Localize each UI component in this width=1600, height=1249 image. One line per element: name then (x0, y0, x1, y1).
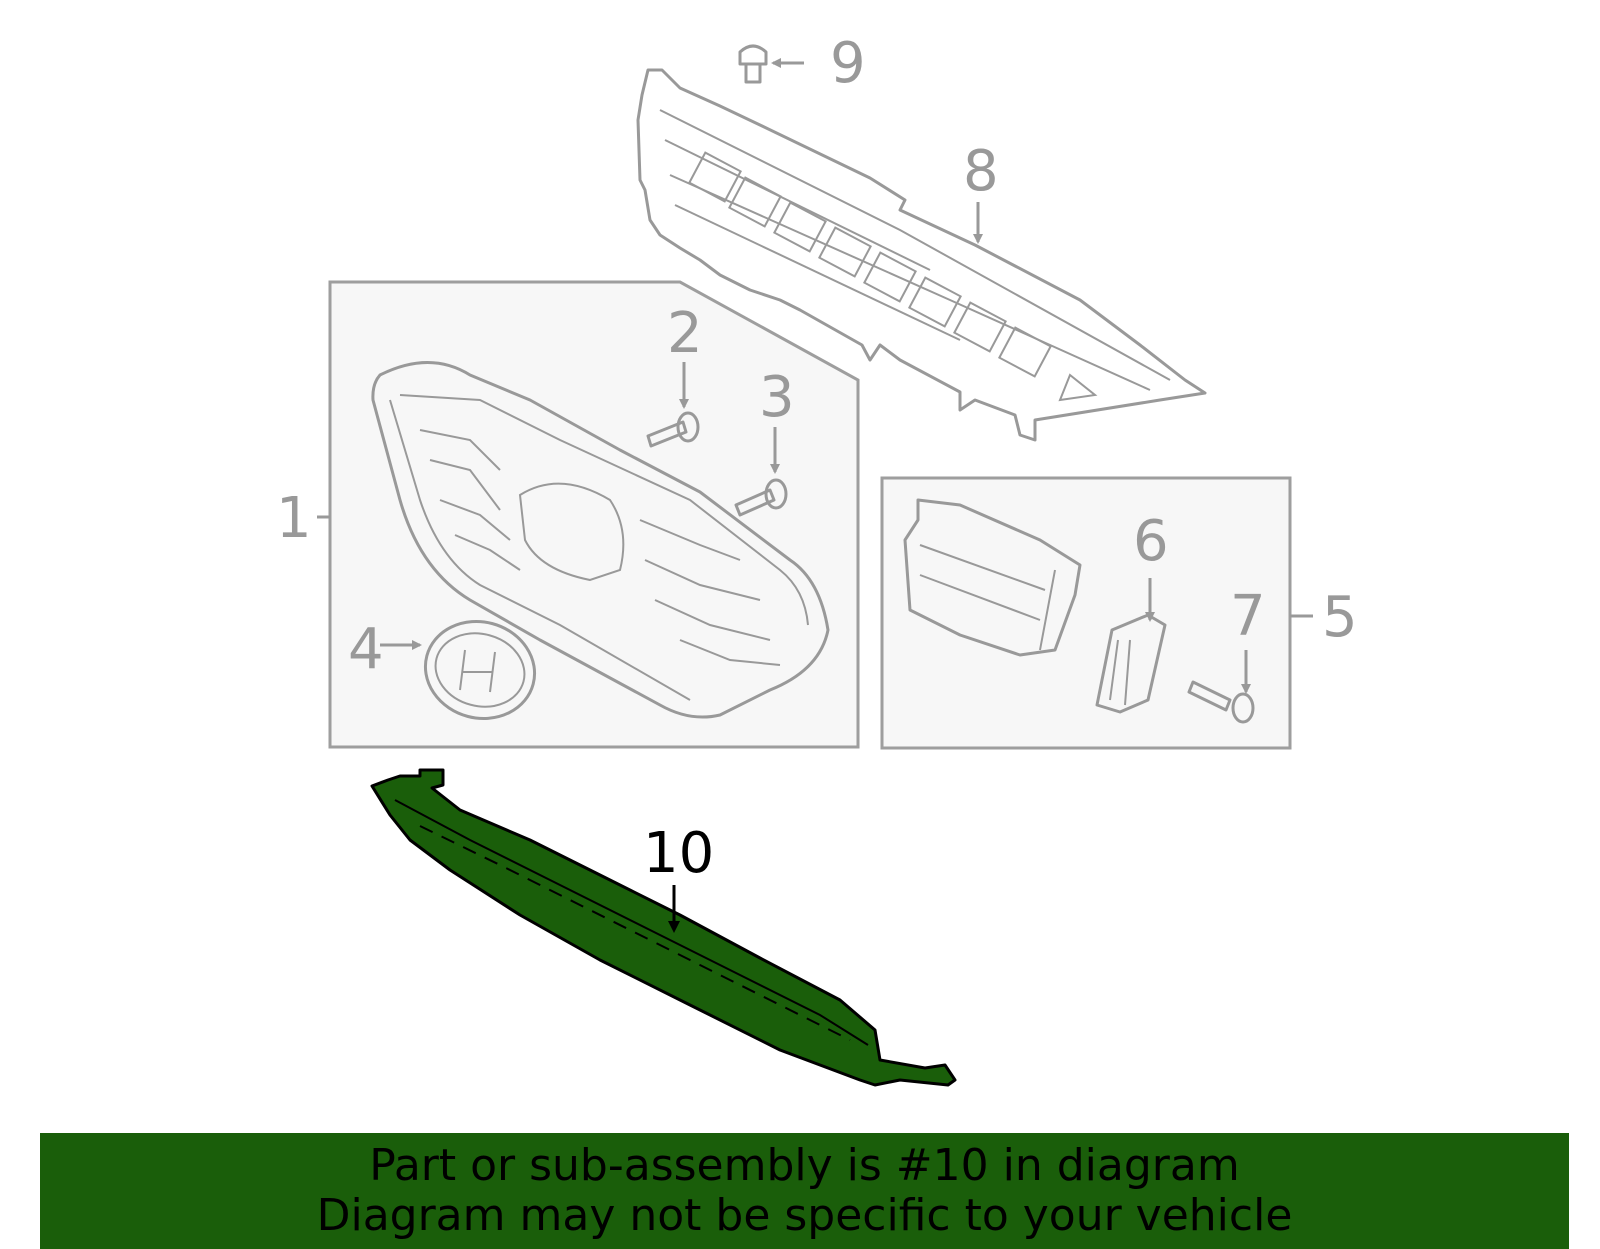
callout-8: 8 (963, 139, 999, 204)
grille-assembly-box (328, 280, 860, 749)
callout-4: 4 (348, 617, 384, 682)
screw-part-3[interactable] (734, 478, 788, 517)
screw-part-7[interactable] (1187, 680, 1255, 724)
callout-6: 6 (1133, 509, 1169, 574)
emblem-part-4[interactable] (414, 609, 545, 730)
callout-2: 2 (667, 301, 703, 366)
callout-5: 5 (1322, 585, 1358, 650)
lower-deflector-part-10[interactable] (370, 768, 957, 1087)
bracket-part-5[interactable] (903, 498, 1082, 657)
callout-10: 10 (643, 821, 714, 886)
banner-line-2: Diagram may not be specific to your vehi… (316, 1190, 1293, 1241)
callout-9: 9 (830, 31, 866, 96)
callout-1: 1 (276, 486, 312, 551)
banner-line-1: Part or sub-assembly is #10 in diagram (369, 1140, 1240, 1191)
upper-grille-support-part-8[interactable] (636, 68, 1207, 442)
callout-7: 7 (1230, 584, 1266, 649)
clip-part-9[interactable] (738, 44, 768, 84)
grille-part-1[interactable] (371, 361, 830, 719)
screw-part-2[interactable] (646, 411, 700, 448)
bracket-assembly-box (880, 476, 1292, 750)
callout-3: 3 (759, 365, 795, 430)
info-banner: Part or sub-assembly is #10 in diagram D… (40, 1133, 1569, 1249)
